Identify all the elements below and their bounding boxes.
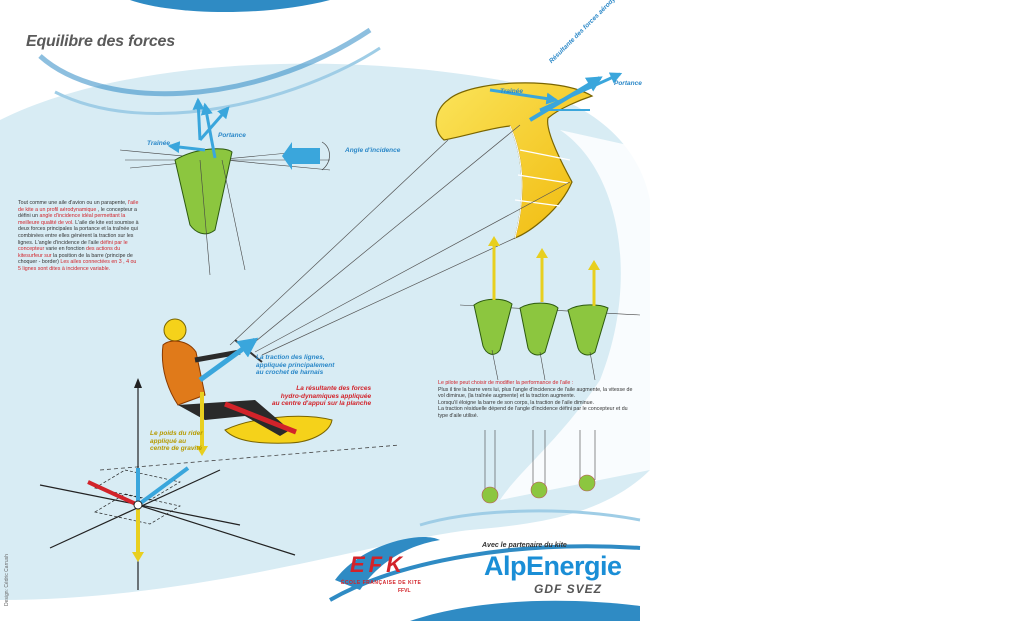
sky-background xyxy=(0,63,650,600)
label-trainee-kite: Traînée xyxy=(500,88,524,95)
small-wing-profile xyxy=(119,97,331,276)
page-title: Equilibre des forces xyxy=(26,33,175,50)
intro-paragraph-run: la position de la barre (principe de cho… xyxy=(18,252,133,266)
kitesurfer xyxy=(99,318,401,471)
partner-caption: Avec le partenaire du kite xyxy=(482,542,567,549)
diagram-art xyxy=(0,0,660,621)
designer-credit: Design: Cédric Carrush xyxy=(4,554,10,606)
kite-lines xyxy=(229,124,571,356)
sub-brand-logo: GDF SVEZ xyxy=(534,582,603,596)
intro-paragraph-run: l'aile de kite a un profil aérodynamique xyxy=(18,200,139,213)
label-trainee-small: Traînée xyxy=(147,140,171,147)
intro-paragraph-run: des actions du kitesurfeur sur xyxy=(18,246,121,259)
efk-logo-federation: FFVL xyxy=(398,588,411,594)
three-wing-profiles xyxy=(459,236,641,381)
label-poids-rider: Le poids du rider appliqué au centre de … xyxy=(150,430,203,452)
intro-paragraph: Tout comme une aile d'avion ou un parape… xyxy=(18,200,140,273)
efk-logo-subtitle: ÉCOLE FRANÇAISE DE KITE xyxy=(341,580,422,586)
label-portance-kite: Portance xyxy=(614,80,642,87)
intro-paragraph-run: , le concepteur a défini un xyxy=(18,206,137,220)
efk-logo-letters: EFK xyxy=(350,552,406,577)
efk-logo-wave xyxy=(335,536,440,590)
intro-paragraph-run: varie en fonction xyxy=(44,246,87,253)
intro-paragraph-run: L'aile de kite est soumise à deux forces… xyxy=(18,219,139,246)
top-wave xyxy=(130,0,330,13)
axes-diagram xyxy=(39,378,296,590)
intro-paragraph-run: Tout comme une aile d'avion ou un parape… xyxy=(18,200,128,206)
brand-logo: AlpEnergie xyxy=(484,551,622,581)
bottom-wave xyxy=(340,538,660,621)
yellow-kite xyxy=(435,72,623,240)
label-portance-small: Portance xyxy=(218,132,246,139)
intro-paragraph-run: Les ailes connectées en 3 , 4 ou 5 ligne… xyxy=(18,259,137,272)
label-angle-incidence: Angle d'incidence xyxy=(345,147,401,154)
mini-riders xyxy=(481,430,596,504)
poster: Equilibre des forces Traînée Portance An… xyxy=(0,0,660,621)
intro-paragraph-run: angle d'incidence idéal permettant la me… xyxy=(18,213,126,226)
label-traction-lignes: La traction des lignes, appliquée princi… xyxy=(256,354,335,376)
intro-paragraph-run: défini par le concepteur xyxy=(18,239,128,253)
label-resultante-hydro: La résultante des forces hydro-dynamique… xyxy=(272,385,372,407)
pilot-paragraph: Le pilote peut choisir de modifier la pe… xyxy=(438,380,633,419)
